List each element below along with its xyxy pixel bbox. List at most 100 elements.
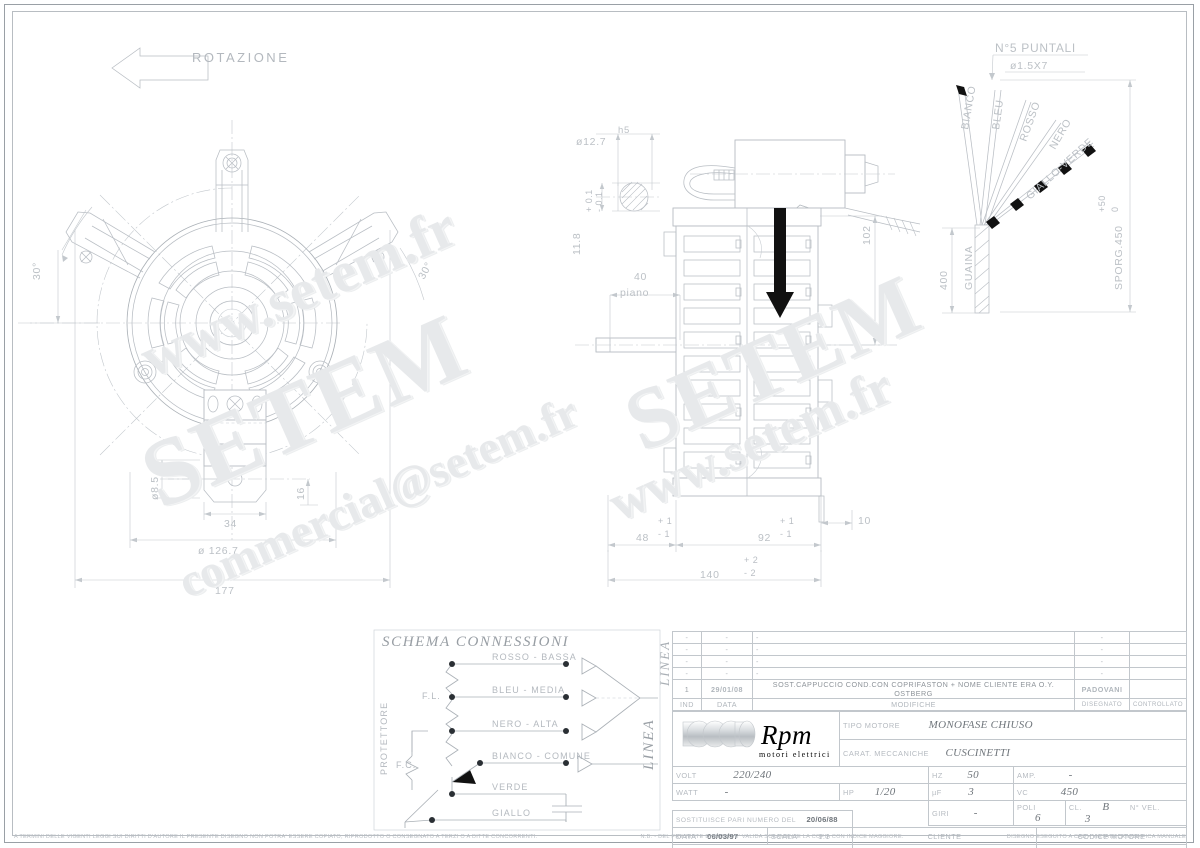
legal-left: A TERMINI DELLE VIGENTI LEGGI SUI DIRITT… [14,834,538,840]
table-row: IND DATA MODIFICHE DISEGNATO CONTROLLATO [672,698,1187,711]
rotation-arrow-icon [111,47,209,89]
sporg-label: SPORG.450 [1113,225,1125,290]
tipo-motore-value: MONOFASE CHIUSO [928,719,1033,732]
vc-label: VC [1017,788,1029,797]
scala-label: SCALA [771,831,798,841]
table-row: - - - - [672,631,1187,644]
giri-label: GIRI [932,809,950,818]
angle-right-label: 30° [416,260,435,282]
data-label: DATA [676,831,697,841]
schema-title: SCHEMA CONNESSIONI [382,634,570,650]
vc-cell: VC 450 [1013,783,1187,801]
schema-fc-label: F.C. [396,760,417,770]
puntali-title-label: N°5 PUNTALI [995,41,1076,55]
cl-value: B [1102,801,1110,813]
rev-mod-1: - [751,643,1076,656]
cable-harness [942,54,1136,314]
dim-16-label: 16 [295,487,307,500]
legal-middle: N.B. - DEL PRESENTE DISEGNO E' VALIDA SO… [640,834,904,840]
sostituisce-cell: SOSTITUISCE PARI NUMERO DEL 20/06/88 [672,810,853,828]
hz-cell: HZ 50 [928,766,1014,784]
rpm-logo-icon: Rpm motori elettrici [682,720,831,759]
poli-label: POLI [1017,802,1036,812]
bolt-circle-label: ø 126.7 [198,545,239,557]
rev-header-ind: IND [672,698,702,711]
rev-header-controllato: CONTROLLATO [1129,698,1187,711]
table-row: 1 29/01/08 SOST.CAPPUCCIO COND.CON COPRI… [672,679,1187,699]
table-row: DISEGNATO BACCHIEGA 110385.02 [672,844,1187,848]
hp-cell: HP 1/20 [839,783,929,801]
amp-cell: AMP. - [1013,766,1187,784]
cl-nvel-cell: CL. B N° VEL. 3 [1064,800,1188,826]
dim-92-label: 92 [758,532,771,544]
uf-label: µF [932,788,942,797]
table-row: CARAT. MECCANICHE CUSCINETTI [673,738,1187,767]
table-row: DATA 06/03/97 SCALA 1:1 CLIENTE CODICE M… [672,827,1187,845]
table-row: VOLT 220/240 HZ 50 AMP. - [672,766,1187,784]
footer-legal: A TERMINI DELLE VIGENTI LEGGI SUI DIRITT… [14,834,1186,840]
hole-diameter-label: ø8.5 [149,476,161,500]
uf-value: 3 [968,786,975,798]
logo-cell: Rpm motori elettrici [672,711,840,767]
rev-dis-3: - [1074,667,1131,680]
bottom-title-table: SOSTITUISCE PARI NUMERO DEL 20/06/88 DAT… [672,810,1187,848]
codice-motore-value: 110385.02 [1036,844,1187,848]
schema-row-bianco: BIANCO - COMUNE [492,751,592,761]
giri-cell: GIRI - [928,800,1014,826]
flat-tol-minus-label: - 0.1 [594,191,604,212]
rev-mod-4: SOST.CAPPUCCIO COND.CON COPRIFASTON + NO… [751,679,1076,699]
tipo-motore-cell: TIPO MOTORE MONOFASE CHIUSO [839,711,1187,740]
schema-row-bleu: BLEU - MEDIA [492,685,566,695]
rev-data-1: - [701,643,753,656]
flat-dim-label: 11.8 [571,233,583,255]
uf-cell: µF 3 [928,783,1014,801]
schema-linea-label: LINEA [641,718,657,770]
sostituisce-value: 20/06/88 [806,814,838,824]
carat-value: CUSCINETTI [945,746,1011,759]
scala-value: 1:1 [818,831,831,841]
sheet-border-inner [12,11,1187,836]
main-title-table: Rpm motori elettrici TIPO MOTORE MONOFAS… [672,711,1188,826]
table-row: WATT - HP 1/20 µF 3 VC 450 [672,783,1187,801]
rev-ctr-1 [1129,643,1187,656]
carat-cell: CARAT. MECCANICHE CUSCINETTI [839,738,1187,767]
shaft-fit-label: h5 [618,125,630,136]
amp-value: - [1068,769,1073,781]
hz-label: HZ [932,771,943,780]
rev-ind-3: - [672,667,702,680]
dim-10-label: 10 [858,515,871,527]
cl-label: CL. [1068,803,1082,812]
volt-cell: VOLT 220/240 [672,766,929,784]
dim-48-label: 48 [636,532,649,544]
volt-label: VOLT [676,771,697,780]
table-row: - - - - [672,667,1187,680]
schema-row-nero: NERO - ALTA [492,719,559,729]
rev-dis-0: - [1074,631,1131,644]
table-row: GIRI - POLI 6 CL. B N° VEL. 3 [673,800,1188,826]
rev-mod-3: - [751,667,1076,680]
dim-48-tol-plus: + 1 [658,516,672,526]
rev-ctr-4 [1129,679,1187,699]
rev-ind-2: - [672,655,702,668]
data-value: 06/03/97 [707,831,739,841]
angle-left-label: 30° [31,262,43,280]
disegnato-cell: DISEGNATO BACCHIEGA [672,844,853,848]
schema-row-rosso: ROSSO - BASSA [492,652,577,662]
rev-data-4: 29/01/08 [701,679,753,699]
table-row: SOSTITUISCE PARI NUMERO DEL 20/06/88 [672,810,1187,828]
rev-mod-0: - [751,631,1076,644]
hp-value: 1/20 [874,786,896,798]
rpm-tagline: motori elettrici [759,750,831,759]
flat-tol-plus-label: + 0.1 [584,189,594,212]
table-row: Rpm motori elettrici TIPO MOTORE MONOFAS… [672,711,1187,767]
rev-ind-0: - [672,631,702,644]
rpm-wordmark: Rpm [760,720,812,750]
rev-dis-2: - [1074,655,1131,668]
rev-header-modifiche: MODIFICHE [751,698,1076,711]
wire-rosso-label: ROSSO [1018,100,1043,143]
sporg-tol-minus: 0 [1110,206,1120,212]
dim-140-label: 140 [700,569,720,581]
sheet-border-outer [4,4,1194,843]
rev-ind-4: 1 [672,679,702,699]
